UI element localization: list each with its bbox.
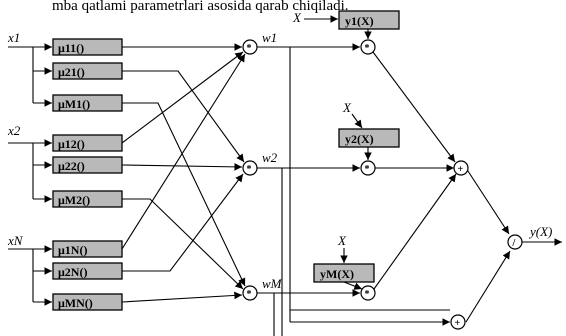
svg-text:*: * (247, 43, 252, 54)
mf-box-1N: μ1N() (52, 240, 123, 258)
svg-text:μ2N(): μ2N() (58, 265, 87, 279)
svg-text:y2(X): y2(X) (345, 132, 374, 146)
x-input-label-2: X (342, 100, 352, 115)
input-label-x2: x2 (7, 123, 21, 138)
weight-label-w1: w1 (262, 30, 277, 45)
rule-node-2: * (242, 160, 258, 176)
svg-text:μM2(): μM2() (58, 193, 90, 207)
svg-text:μ21(): μ21() (58, 65, 85, 79)
x-input-label-M: X (337, 233, 347, 248)
divide-node: / (507, 234, 523, 250)
weighted-node-2: * (360, 160, 376, 176)
membership-layer: μ11() μ21() μM1() μ12() μ22() μM2() μ1N(… (52, 38, 123, 311)
input-label-x1: x1 (7, 30, 20, 45)
consequent-box-M: yM(X) (313, 263, 375, 283)
consequent-box-1: y1(X) (338, 10, 400, 30)
svg-text:μ11(): μ11() (58, 41, 84, 55)
mf-box-12: μ12() (52, 134, 123, 152)
svg-text:*: * (247, 289, 252, 300)
consequent-box-2: y2(X) (338, 128, 400, 148)
sum-node-denominator: + (450, 314, 466, 330)
svg-text:yM(X): yM(X) (320, 267, 354, 281)
mf-box-2N: μ2N() (52, 262, 123, 280)
weighted-node-M: * (360, 285, 376, 301)
weighted-node-1: * (360, 39, 376, 55)
output-label: y(X) (528, 224, 552, 239)
weight-wiring (257, 43, 450, 336)
input-label-xN: xN (7, 233, 24, 248)
mf-box-M2: μM2() (52, 190, 123, 208)
x-input-label-1: X (292, 10, 302, 25)
rule-wiring (121, 43, 246, 303)
svg-text:μ22(): μ22() (58, 159, 85, 173)
mf-box-11: μ11() (52, 38, 123, 56)
sum-wiring (372, 51, 562, 323)
weight-label-w2: w2 (262, 150, 278, 165)
mf-box-21: μ21() (52, 62, 123, 80)
svg-text:/: / (512, 238, 516, 249)
sum-node-numerator: + (453, 160, 469, 176)
header-text: mba qatlami parametrlari asosida qarab c… (52, 0, 349, 14)
input-wiring (8, 43, 52, 306)
svg-text:*: * (365, 289, 370, 300)
svg-text:*: * (247, 164, 252, 175)
svg-text:μMN(): μMN() (58, 296, 93, 310)
svg-text:*: * (365, 164, 370, 175)
weight-label-wM: wM (262, 276, 283, 291)
mf-box-M1: μM1() (52, 94, 123, 112)
svg-text:μ12(): μ12() (58, 137, 85, 151)
mf-box-22: μ22() (52, 156, 123, 174)
svg-text:y1(X): y1(X) (345, 14, 374, 28)
consequent-layer: X y1(X) X y2(X) X yM(X) (292, 10, 400, 290)
svg-text:μ1N(): μ1N() (58, 243, 87, 257)
svg-text:*: * (365, 43, 370, 54)
mf-box-MN: μMN() (52, 293, 123, 311)
svg-text:+: + (455, 318, 461, 329)
rule-node-1: * (242, 39, 258, 55)
rule-node-M: * (242, 285, 258, 301)
svg-text:μM1(): μM1() (58, 97, 90, 111)
svg-text:+: + (458, 164, 464, 175)
